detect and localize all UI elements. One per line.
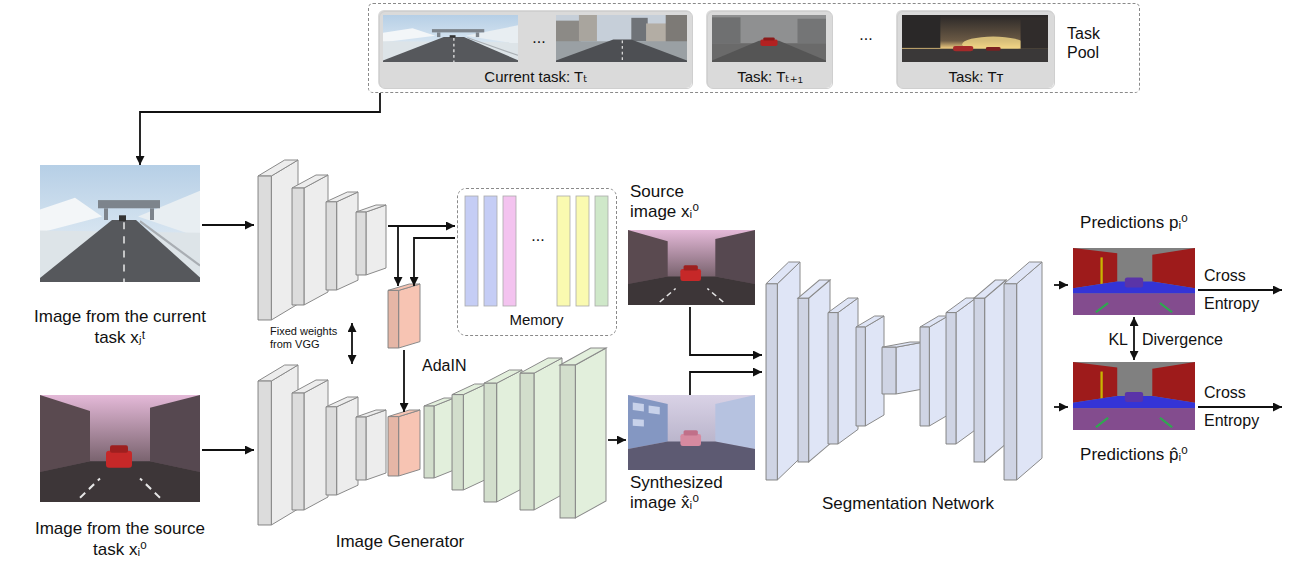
decoder-layer xyxy=(484,370,522,502)
network-layer xyxy=(798,280,830,462)
segmentation-map xyxy=(1073,248,1195,315)
encoder-layer xyxy=(356,410,386,480)
network-layer xyxy=(766,262,800,480)
network-layer xyxy=(1004,262,1042,480)
node-text: ... xyxy=(523,29,555,47)
loss-arrow xyxy=(1198,406,1282,408)
module-label: Image Generator xyxy=(320,531,480,552)
memory-slot xyxy=(484,196,497,306)
memory-slot xyxy=(465,196,478,306)
style-feature xyxy=(388,284,420,348)
style-feature xyxy=(388,410,420,476)
node-text: Current task: Tₜ xyxy=(380,68,692,86)
task-box-ground xyxy=(706,10,832,88)
node-text: Synthesized image x̂ᵢ⁰ xyxy=(630,473,742,513)
task-box: Task: Tₜ₊₁ xyxy=(707,11,833,89)
memory-slot xyxy=(576,196,589,306)
image-panel: Synthesized image x̂ᵢ⁰ xyxy=(620,395,760,518)
node-text: Image from the current task xⱼᵗ xyxy=(20,306,220,348)
loss-label: Cross Entropy xyxy=(1204,262,1278,318)
loss-label: KL xyxy=(1094,330,1128,349)
task-box: Task: Tᴛ xyxy=(897,11,1055,89)
flow-arrow xyxy=(403,350,405,412)
scene-image xyxy=(552,15,691,62)
encoder-layer xyxy=(356,205,386,275)
memory-box: ... Memory xyxy=(457,188,617,336)
encoder-layer xyxy=(326,192,358,290)
flow-arrow xyxy=(414,238,455,286)
decoder-layer xyxy=(520,358,562,510)
network-layer xyxy=(920,316,948,426)
decoder-layer xyxy=(452,384,486,490)
encoder-layer xyxy=(326,397,358,495)
scene-image xyxy=(35,165,205,282)
scene-image xyxy=(708,15,829,62)
decoder-layer xyxy=(560,348,606,518)
connector-arrow xyxy=(1054,284,1068,286)
task-box-ground xyxy=(378,10,692,88)
node-text: Memory xyxy=(458,311,615,329)
annotation: Fixed weights from VGG xyxy=(270,325,346,351)
loss-label: Cross Entropy xyxy=(1204,379,1278,435)
node-text: Task: Tₜ₊₁ xyxy=(708,68,832,86)
scene-image xyxy=(628,230,755,305)
connector-arrow xyxy=(140,93,380,165)
loss-label: Divergence xyxy=(1142,330,1252,349)
segmentation-map xyxy=(1073,362,1195,430)
prediction-panel: Predictions p̂ᵢ⁰ xyxy=(1068,360,1200,480)
image-panel: Image from the current task xⱼᵗ xyxy=(20,165,220,351)
decoder-layer xyxy=(424,398,454,478)
memory-slot xyxy=(557,196,570,306)
flow-arrow xyxy=(202,224,254,226)
network-layer xyxy=(828,298,858,444)
network-layer xyxy=(856,316,884,426)
prediction-panel: Predictions pᵢ⁰ xyxy=(1068,212,1200,317)
connector-arrow xyxy=(690,307,762,355)
node-text: Task: Tᴛ xyxy=(898,68,1054,86)
network-layer xyxy=(882,342,924,394)
node-text: Image from the source task xᵢ⁰ xyxy=(20,518,220,560)
task-box: Current task: Tₜ... xyxy=(379,11,693,89)
image-panel: Image from the source task xᵢ⁰ xyxy=(20,395,220,565)
flow-arrow xyxy=(202,449,254,451)
shared-weights-arrow xyxy=(351,323,353,364)
node-text: Segmentation Network xyxy=(762,493,1054,514)
scene-image xyxy=(379,15,522,62)
image-panel: Source image xᵢ⁰ xyxy=(620,182,760,307)
flow-arrow xyxy=(608,439,626,441)
scene-image xyxy=(628,395,755,470)
flow-arrow xyxy=(397,226,399,286)
scene-image xyxy=(40,395,200,502)
memory-slot xyxy=(503,196,516,306)
node-text: Predictions pᵢ⁰ xyxy=(1068,212,1200,233)
node-text: Task Pool xyxy=(1067,24,1131,62)
node-text: ... xyxy=(520,227,556,245)
encoder-layer xyxy=(292,380,328,510)
connector-arrow xyxy=(1133,317,1135,360)
connector-arrow xyxy=(1054,406,1068,408)
node-text: Predictions p̂ᵢ⁰ xyxy=(1068,444,1200,465)
loss-arrow xyxy=(1198,289,1282,291)
task-box-ground xyxy=(896,10,1054,88)
network-layer xyxy=(946,298,976,444)
network-block: Segmentation Network xyxy=(762,255,1054,520)
connector-arrow xyxy=(690,372,762,395)
memory-slot xyxy=(595,196,608,306)
ellipsis: ... xyxy=(844,26,888,44)
node-text: Source image xᵢ⁰ xyxy=(630,182,718,222)
network-layer xyxy=(974,280,1006,462)
scene-image xyxy=(902,15,1048,62)
encoder-layer xyxy=(292,175,328,305)
operation-label: AdaIN xyxy=(422,356,482,375)
task-pool-box: Task PoolCurrent task: Tₜ...Task: Tₜ₊₁Ta… xyxy=(368,3,1140,93)
